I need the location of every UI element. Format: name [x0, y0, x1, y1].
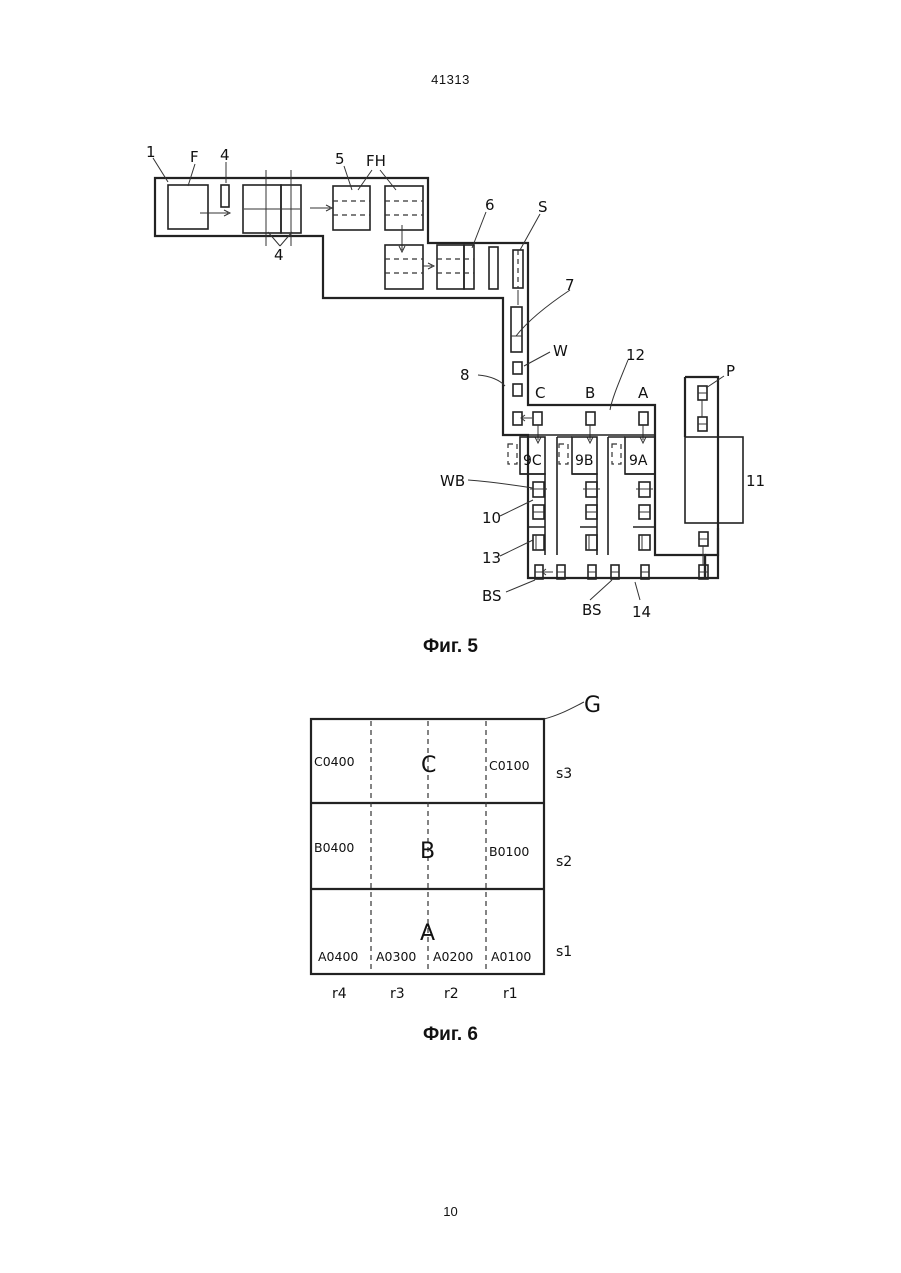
code-B0400: B0400 [314, 840, 354, 855]
figure-6-caption: Фиг. 6 [0, 1024, 901, 1046]
column-r4: r4 [332, 986, 347, 1002]
frame-label-G: G [584, 693, 601, 718]
code-C0100: C0100 [489, 758, 530, 773]
code-A0100: A0100 [491, 949, 531, 964]
code-C0400: C0400 [314, 754, 355, 769]
shelf-s1: s1 [556, 944, 572, 960]
shelf-s2: s2 [556, 854, 572, 870]
column-r3: r3 [390, 986, 405, 1002]
shelf-s3: s3 [556, 766, 572, 782]
code-A0400: A0400 [318, 949, 358, 964]
section-B: B [420, 839, 435, 864]
column-r1: r1 [503, 986, 518, 1002]
code-A0300: A0300 [376, 949, 416, 964]
code-A0200: A0200 [433, 949, 473, 964]
section-A: A [420, 921, 435, 946]
page-number: 10 [0, 1204, 901, 1219]
section-C: C [421, 753, 436, 778]
column-r2: r2 [444, 986, 459, 1002]
code-B0100: B0100 [489, 844, 529, 859]
